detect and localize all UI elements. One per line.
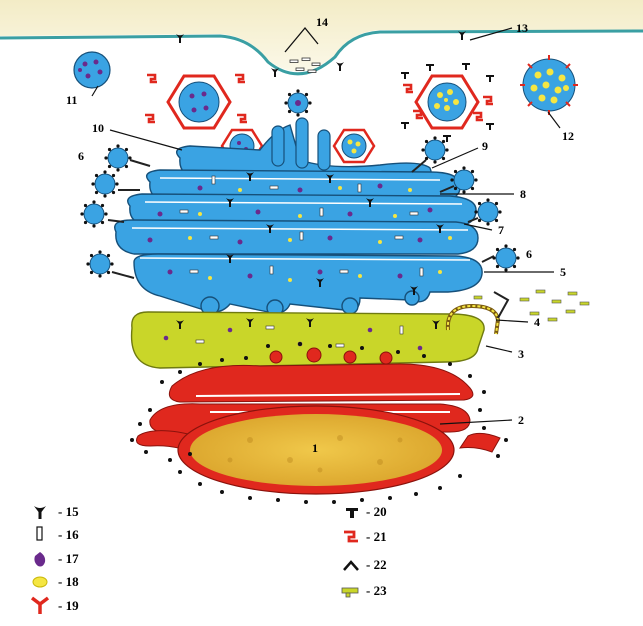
endocytosis-marker [284,26,321,73]
purple-granule-icon [34,552,46,567]
vesicle-11 [73,51,111,89]
label-3: 3 [518,347,524,361]
hexagon-vesicle-left [143,73,249,130]
hexagon-budding-right [332,128,376,164]
extracellular-band [0,0,643,72]
legend-item-19: - 19 [58,598,79,613]
yellow-peg-icon [341,587,359,598]
label-9: 9 [482,139,488,153]
label-12: 12 [562,129,574,143]
coated-vesicle-center [283,88,313,118]
yellow-structure [130,311,485,369]
leader-lines [91,27,561,425]
yellow-granule-icon [32,576,48,588]
label-8: 8 [520,187,526,201]
red-hook-icon [344,530,358,543]
label-4: 4 [534,315,540,329]
yellow-pegs [473,289,590,322]
legend-item-20: - 20 [366,504,387,519]
nucleus [177,405,455,495]
golgi-cisterna-4 [114,219,479,255]
golgi-fingers [271,117,331,171]
red-y-icon [30,596,50,614]
label-1: 1 [312,441,318,455]
vesicle-arrows [107,159,495,279]
label-14: 14 [316,15,328,29]
label-2: 2 [518,413,524,427]
label-5: 5 [560,265,566,279]
label-11: 11 [66,93,77,107]
rod-icon [36,526,43,541]
legend-item-22: - 22 [366,557,387,572]
t-marker-icon [346,508,358,518]
label-10: 10 [92,121,104,135]
ribosomes [130,342,508,504]
hexagon-vesicle-right [401,63,495,142]
structure-labels: 1 2 3 4 5 6 6 7 8 9 10 11 12 13 14 [66,15,574,455]
label-13: 13 [516,21,528,35]
plasma-membrane [0,29,643,76]
vesicle-12 [520,55,578,115]
golgi-lumen-lines [131,177,471,261]
legend-item-15: - 15 [58,504,79,519]
legend-item-18: - 18 [58,574,79,589]
chain-vesicle [445,291,510,335]
golgi-contents [147,172,452,295]
legend-item-23: - 23 [366,583,387,598]
golgi-cisterna-5 [133,253,483,314]
legend-item-16: - 16 [58,527,79,542]
chevron-icon [343,560,359,571]
label-6-right: 6 [526,247,532,261]
label-7: 7 [498,223,504,237]
receptor-icon [34,506,46,519]
legend-item-21: - 21 [366,529,387,544]
legend: - 15 - 16 - 17 - 18 - 19 - 20 - 21 - 22 … [30,504,387,614]
label-6-left: 6 [78,149,84,163]
legend-item-17: - 17 [58,551,79,566]
